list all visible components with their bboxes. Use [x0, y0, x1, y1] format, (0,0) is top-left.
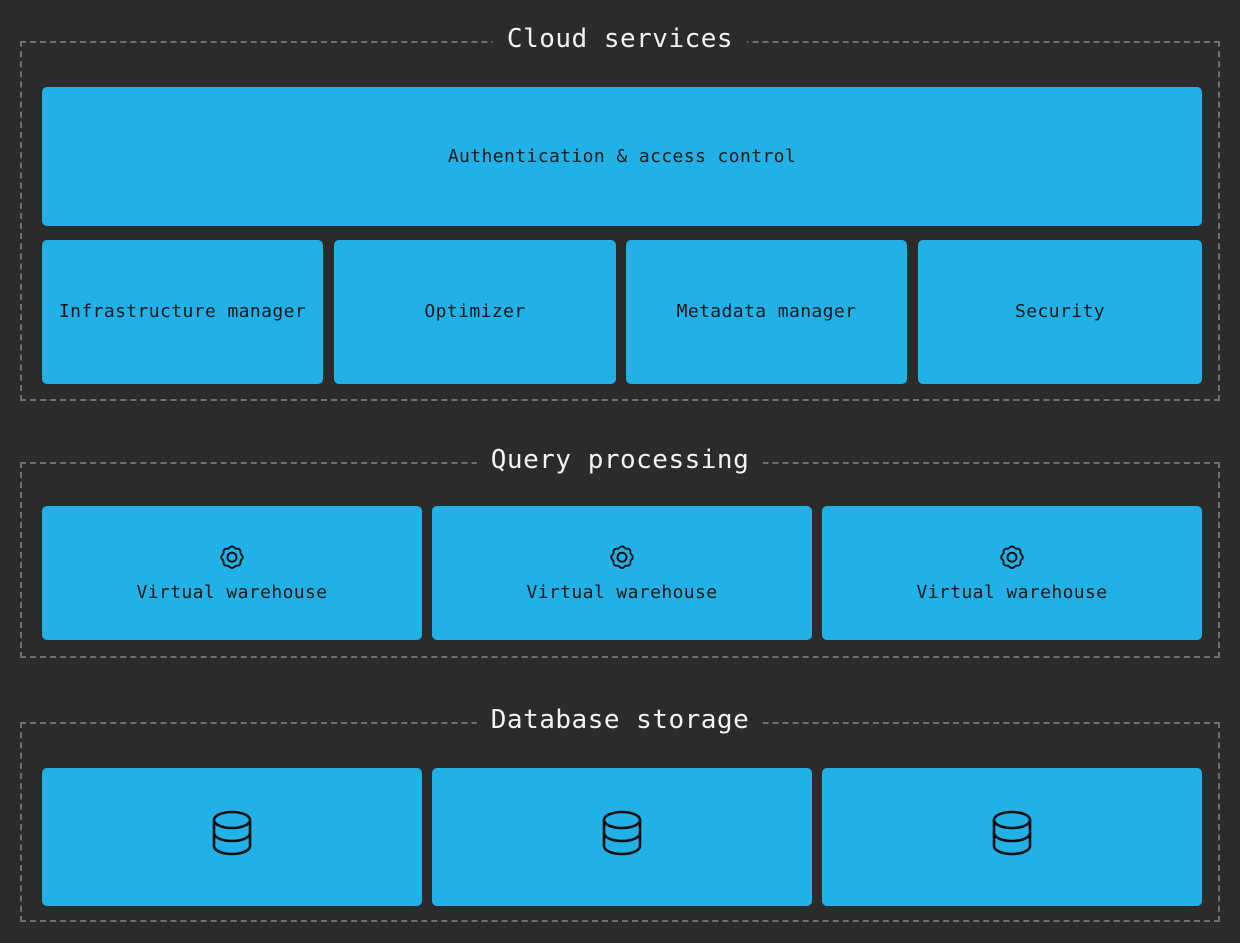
node-metadata-manager[interactable]: Metadata manager — [626, 240, 907, 384]
section-title-database-storage: Database storage — [476, 704, 764, 736]
section-title-cloud-services: Cloud services — [492, 23, 748, 55]
gear-icon — [996, 542, 1028, 574]
section-cloud-services: Cloud services Authentication & access c… — [20, 23, 1220, 401]
database-icon — [989, 808, 1035, 858]
node-label-optimizer: Optimizer — [424, 301, 526, 322]
node-label-infrastructure-manager: Infrastructure manager — [58, 301, 307, 322]
node-virtual-warehouse-2[interactable]: Virtual warehouse — [432, 506, 812, 640]
database-icon — [209, 808, 255, 858]
node-label-metadata-manager: Metadata manager — [676, 301, 857, 322]
node-database-storage-2[interactable] — [432, 768, 812, 906]
section-database-storage: Database storage — [20, 704, 1220, 922]
node-label-authentication-access-control: Authentication & access control — [447, 145, 797, 167]
node-virtual-warehouse-3[interactable]: Virtual warehouse — [822, 506, 1202, 640]
node-authentication-access-control[interactable]: Authentication & access control — [42, 87, 1202, 226]
section-title-query-processing: Query processing — [476, 444, 764, 476]
gear-icon — [216, 542, 248, 574]
database-icon — [599, 808, 645, 858]
node-database-storage-1[interactable] — [42, 768, 422, 906]
gear-icon — [606, 542, 638, 574]
node-optimizer[interactable]: Optimizer — [334, 240, 616, 384]
node-label-virtual-warehouse-3: Virtual warehouse — [916, 582, 1108, 603]
node-label-virtual-warehouse-1: Virtual warehouse — [136, 582, 328, 603]
node-database-storage-3[interactable] — [822, 768, 1202, 906]
node-security[interactable]: Security — [918, 240, 1202, 384]
node-label-security: Security — [1015, 301, 1105, 322]
node-label-virtual-warehouse-2: Virtual warehouse — [526, 582, 718, 603]
node-infrastructure-manager[interactable]: Infrastructure manager — [42, 240, 323, 384]
node-virtual-warehouse-1[interactable]: Virtual warehouse — [42, 506, 422, 640]
section-query-processing: Query processing Virtual warehouse Virtu… — [20, 444, 1220, 658]
